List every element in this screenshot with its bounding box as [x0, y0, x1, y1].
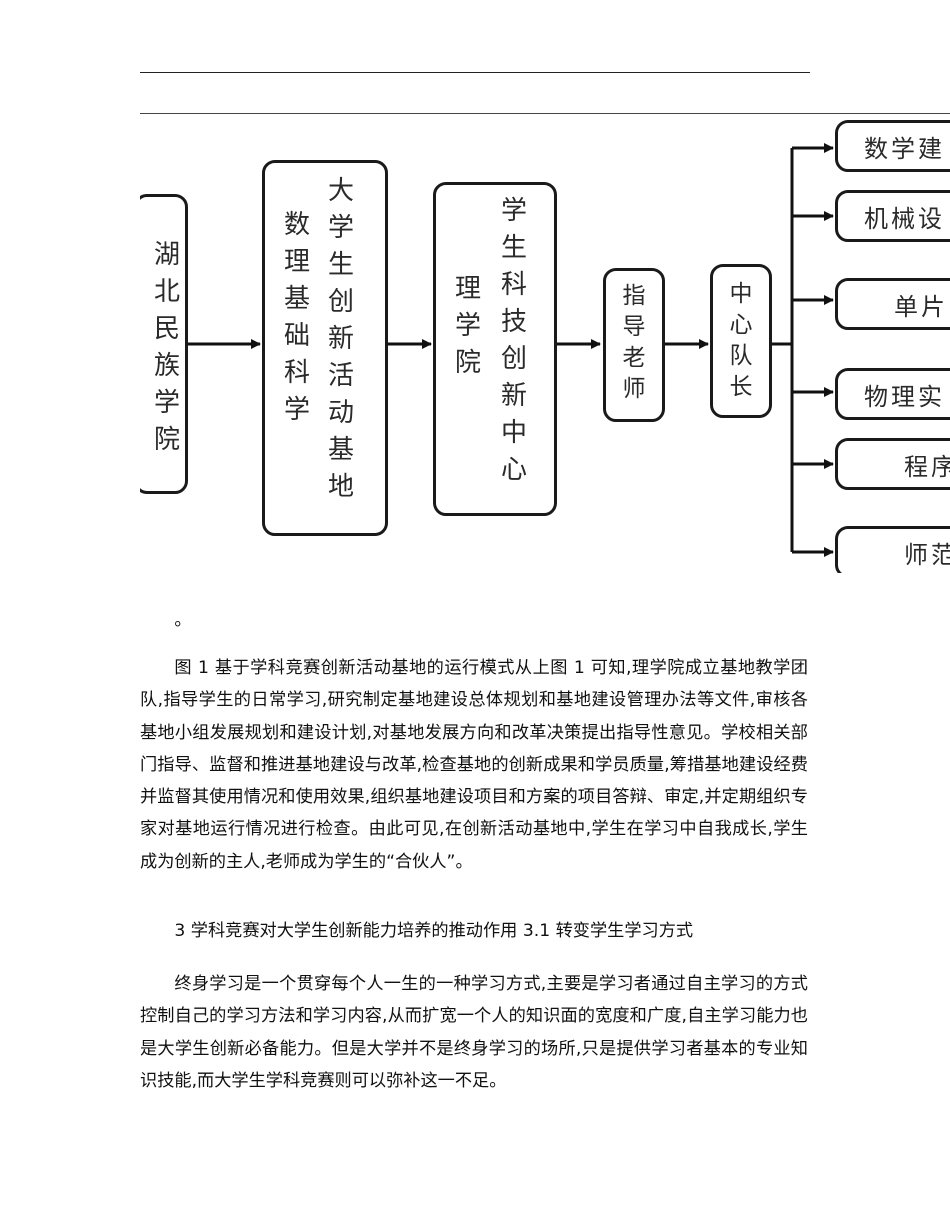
label-char: 导 — [622, 314, 646, 340]
label-char: 技 — [500, 307, 527, 337]
branch-label: 师范 — [904, 540, 950, 569]
vertical-label-column1: 湖北民族学院 — [153, 237, 181, 459]
label-char: 队 — [729, 343, 753, 369]
branch-box-5: 程序 — [835, 438, 950, 490]
vertical-label-column3-right: 学生科技创新中心 — [500, 193, 528, 489]
box-hubei-minzu-college: 湖北民族学院 — [140, 194, 188, 494]
label-char: 生 — [327, 250, 354, 280]
label-char: 理 — [454, 274, 481, 304]
label-char: 创 — [327, 287, 354, 317]
label-char: 院 — [454, 348, 481, 378]
label-char: 地 — [327, 472, 354, 502]
header-rule — [140, 72, 810, 73]
branch-box-3: 单片 — [835, 278, 950, 330]
branch-label: 程序 — [904, 452, 950, 481]
figure-top-rule — [140, 113, 950, 114]
box-science-innovation-center: 理学院 学生科技创新中心 — [433, 182, 557, 516]
label-char: 创 — [500, 344, 527, 374]
label-char: 数 — [283, 210, 310, 240]
label-char: 院 — [153, 425, 180, 455]
branch-box-2: 机械设 — [835, 190, 950, 242]
paragraph-figure-explanation: 图 1 基于学科竞赛创新活动基地的运行模式从上图 1 可知,理学院成立基地教学团… — [140, 658, 808, 872]
branch-box-4: 物理实 — [835, 368, 950, 420]
box-team-leader: 中心队长 — [710, 264, 772, 418]
label-char: 学 — [283, 395, 310, 425]
stray-punctuation: 。 — [174, 610, 192, 630]
branch-label: 数学建 — [864, 134, 945, 163]
box-instructor: 指导老师 — [603, 268, 665, 422]
box-innovation-base: 数理基础科学 大学生创新活动基地 — [262, 160, 388, 536]
label-char: 湖 — [153, 240, 180, 270]
label-char: 北 — [153, 277, 180, 307]
label-char: 动 — [327, 398, 354, 428]
label-char: 基 — [283, 284, 310, 314]
label-char: 学 — [454, 311, 481, 341]
vertical-label-column2-left: 数理基础科学 — [283, 207, 311, 429]
label-char: 生 — [500, 233, 527, 263]
label-char: 新 — [500, 381, 527, 411]
label-char: 大 — [327, 176, 354, 206]
label-char: 学 — [327, 213, 354, 243]
label-char: 科 — [500, 270, 527, 300]
label-char: 活 — [327, 361, 354, 391]
label-char: 学 — [500, 196, 527, 226]
label-char: 心 — [500, 455, 527, 485]
label-char: 长 — [729, 374, 753, 400]
vertical-label-column3-left: 理学院 — [454, 271, 482, 382]
vertical-label-column4: 指导老师 — [620, 281, 648, 405]
label-char: 师 — [622, 376, 646, 402]
branch-label: 物理实 — [864, 382, 945, 411]
paragraph-lifelong-learning: 终身学习是一个贯穿每个人一生的一种学习方式,主要是学习者通过自主学习的方式控制自… — [140, 974, 808, 1091]
branch-label: 单片 — [894, 292, 948, 321]
label-char: 老 — [622, 345, 646, 371]
label-char: 民 — [153, 314, 180, 344]
flowchart-connectors — [188, 143, 834, 557]
branch-box-6: 师范 — [835, 526, 950, 573]
label-char: 族 — [153, 351, 180, 381]
section-heading: 3 学科竞赛对大学生创新能力培养的推动作用 3.1 转变学生学习方式 — [174, 921, 694, 941]
label-char: 理 — [283, 247, 310, 277]
label-char: 中 — [500, 418, 527, 448]
branch-label: 机械设 — [864, 204, 945, 233]
label-char: 础 — [283, 321, 310, 351]
branch-box-1: 数学建 — [835, 120, 950, 172]
flowchart-figure: 湖北民族学院 数理基础科学 大学生创新活动基地 理学院 学生科技创新中心 指导老… — [140, 118, 950, 573]
vertical-label-column2-right: 大学生创新活动基地 — [327, 173, 355, 506]
label-char: 新 — [327, 324, 354, 354]
label-char: 科 — [283, 358, 310, 388]
vertical-label-column5: 中心队长 — [727, 279, 755, 403]
label-char: 学 — [153, 388, 180, 418]
label-char: 指 — [622, 283, 646, 309]
label-char: 中 — [729, 281, 753, 307]
label-char: 基 — [327, 435, 354, 465]
label-char: 心 — [729, 312, 753, 338]
